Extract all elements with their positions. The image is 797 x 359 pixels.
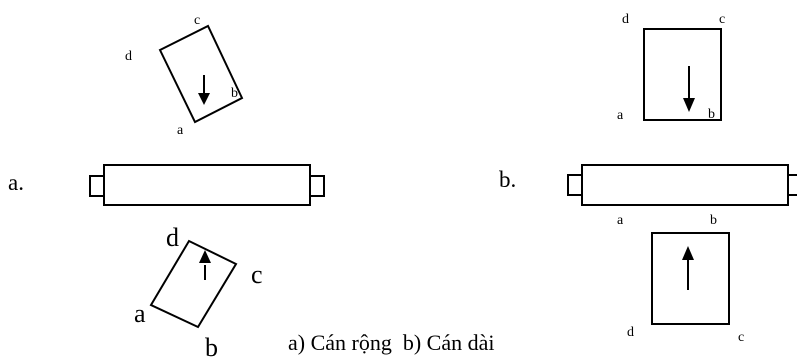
diagram-a: a. a b c d a b c d bbox=[8, 13, 325, 359]
corner-label-d: d bbox=[627, 325, 634, 340]
sheet-outline bbox=[158, 24, 244, 124]
sheet-outline bbox=[651, 232, 730, 325]
corner-label-c: c bbox=[738, 330, 744, 345]
diagram-b-bottom-sheet: a b c d bbox=[617, 213, 744, 345]
corner-label-d: d bbox=[166, 223, 179, 252]
roller-body bbox=[581, 164, 789, 206]
corner-label-a: a bbox=[134, 299, 146, 328]
roller-icon bbox=[567, 164, 797, 206]
corner-label-a: a bbox=[177, 123, 184, 138]
up-arrow-head bbox=[199, 250, 211, 263]
corner-label-b: b bbox=[708, 107, 715, 122]
down-arrow-head bbox=[198, 93, 210, 105]
corner-label-b: b bbox=[231, 86, 238, 101]
down-arrow-head bbox=[683, 98, 695, 112]
caption: a) Cán rộng b) Cán dài bbox=[288, 330, 495, 355]
sheet-outline bbox=[643, 28, 722, 121]
roller-neck-left bbox=[89, 175, 105, 197]
roller-icon bbox=[89, 164, 325, 206]
corner-label-c: c bbox=[719, 12, 725, 27]
roller-neck-right bbox=[309, 175, 325, 197]
corner-label-b: b bbox=[205, 333, 218, 359]
diagram-a-label: a. bbox=[8, 170, 24, 195]
corner-label-d: d bbox=[622, 12, 629, 27]
roller-neck-left bbox=[567, 174, 583, 196]
roller-body bbox=[103, 164, 311, 206]
diagram-a-bottom-sheet: a b c d bbox=[134, 223, 263, 359]
corner-label-a: a bbox=[617, 213, 624, 228]
up-arrow-head bbox=[682, 246, 694, 260]
corner-label-a: a bbox=[617, 108, 624, 123]
diagram-b: b. a b c d a b c d bbox=[499, 12, 797, 345]
diagram-b-top-sheet: a b c d bbox=[617, 12, 725, 123]
corner-label-b: b bbox=[710, 213, 717, 228]
diagram-a-top-sheet: a b c d bbox=[125, 13, 244, 138]
corner-label-d: d bbox=[125, 49, 132, 64]
diagram-b-label: b. bbox=[499, 167, 516, 192]
corner-label-c: c bbox=[194, 13, 200, 28]
sheet-outline bbox=[149, 239, 238, 329]
corner-label-c: c bbox=[251, 260, 263, 289]
